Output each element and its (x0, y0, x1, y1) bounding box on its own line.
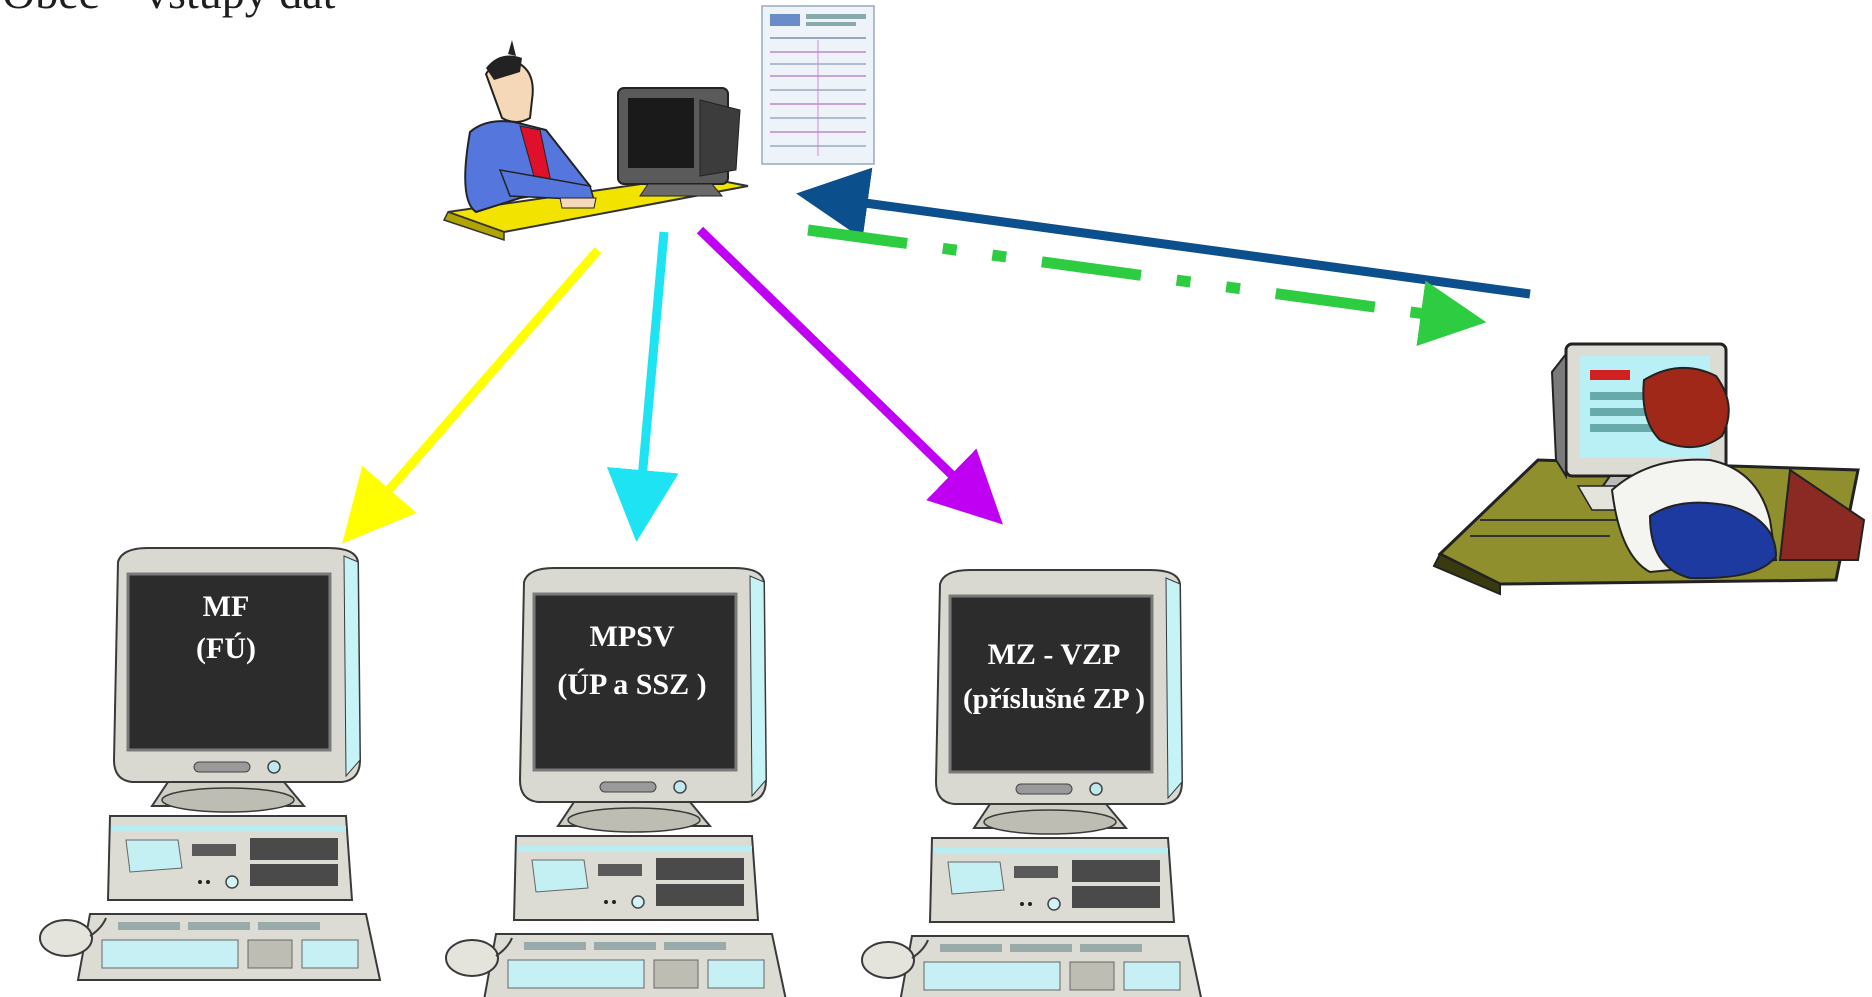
monitor-label-mz-vzp-line2: (příslušné ZP ) (963, 683, 1145, 715)
monitor-label-mpsv-line1: MPSV (590, 620, 675, 653)
flow-arrow-clerk-to-citizen (807, 224, 1487, 347)
citizen-at-computer-icon (1432, 342, 1866, 596)
form-document-icon (761, 5, 875, 165)
flow-arrow-to-mpsv (606, 231, 679, 542)
monitor-label-mf-line1: MF (203, 590, 250, 623)
flow-arrow-to-mz-vzp (696, 226, 1003, 525)
clerk-at-desk-icon (442, 40, 749, 242)
flow-arrow-to-mf (342, 247, 602, 544)
header-fragment: Obec – vstupy dat (2, 0, 336, 18)
monitor-label-mz-vzp-line1: MZ - VZP (988, 638, 1121, 671)
flow-arrow-citizen-to-clerk (796, 167, 1531, 299)
monitor-label-mpsv-line2: (ÚP a SSZ ) (557, 668, 706, 701)
monitor-label-mf-line2: (FÚ) (196, 632, 256, 665)
desktop-computer-icon (860, 568, 1204, 997)
